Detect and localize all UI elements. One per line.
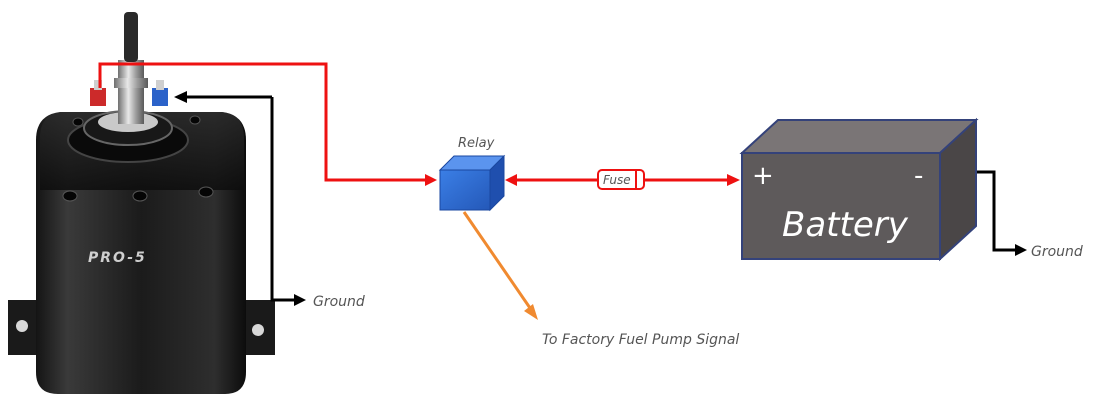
pump-terminal-negative bbox=[152, 88, 168, 106]
battery-top-face bbox=[739, 119, 979, 154]
tank-port-5 bbox=[189, 115, 201, 125]
tank-port-4 bbox=[72, 117, 84, 127]
battery-front-face bbox=[741, 152, 941, 260]
battery-ground-label: Ground bbox=[1031, 244, 1083, 260]
tank-port-3 bbox=[198, 186, 214, 198]
pump-brand-logo: PRO-5 bbox=[88, 250, 147, 266]
terminal-post-negative bbox=[156, 80, 164, 90]
relay-label: Relay bbox=[458, 136, 495, 151]
bracket-hole-left bbox=[16, 320, 28, 332]
terminal-post-positive bbox=[94, 80, 102, 90]
battery-positive-terminal: + bbox=[752, 161, 774, 191]
arrowhead-battery-positive bbox=[727, 174, 740, 186]
pump-outlet bbox=[118, 60, 144, 124]
arrowhead-battery-ground bbox=[1015, 244, 1027, 256]
pump-terminal-positive bbox=[90, 88, 106, 106]
arrowhead-relay-in bbox=[425, 174, 437, 186]
arrowhead-signal bbox=[524, 304, 538, 320]
wire-relay-signal bbox=[462, 211, 532, 309]
wires bbox=[98, 62, 1027, 320]
pump-ground-label: Ground bbox=[313, 294, 365, 310]
fuse-body bbox=[597, 169, 645, 190]
tank-port-1 bbox=[62, 190, 78, 202]
fuse-label: Fuse bbox=[603, 173, 631, 187]
arrowhead-pump-ground bbox=[294, 294, 306, 306]
battery: + - Battery bbox=[739, 117, 979, 262]
battery-label: Battery bbox=[782, 205, 909, 245]
relay: Relay bbox=[438, 136, 506, 212]
wire-pump-ground bbox=[270, 97, 295, 302]
signal-label: To Factory Fuel Pump Signal bbox=[542, 332, 739, 348]
wire-pump-to-relay bbox=[98, 62, 428, 182]
fuel-pump-tank: PRO-5 bbox=[8, 12, 275, 394]
battery-negative-terminal: - bbox=[914, 161, 923, 191]
pump-fitting-nut bbox=[114, 78, 148, 88]
relay-front-face bbox=[439, 169, 491, 211]
fuse: Fuse bbox=[597, 169, 645, 190]
tank-port-2 bbox=[132, 190, 148, 202]
arrowhead-pump-negative bbox=[174, 91, 187, 103]
arrowhead-relay-out bbox=[505, 174, 517, 186]
pump-hose bbox=[124, 12, 138, 62]
bracket-hole-right bbox=[252, 324, 264, 336]
